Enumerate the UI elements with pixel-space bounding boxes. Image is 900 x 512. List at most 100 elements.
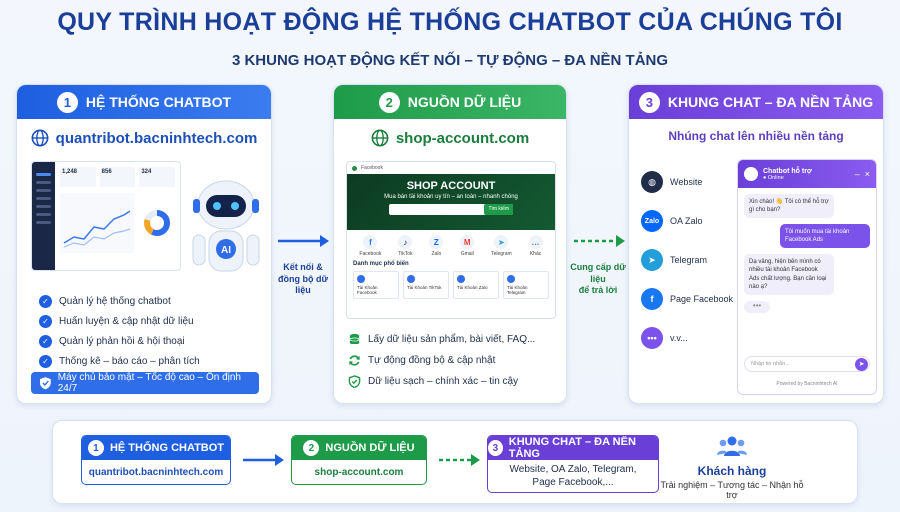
powered-by: Powered by Bacninhtech AI	[776, 381, 838, 387]
platform-item[interactable]: ◍Website	[641, 171, 733, 193]
panel1-site[interactable]: quantribot.bacninhtech.com	[17, 129, 271, 147]
flow-box-data: 2 NGUỒN DỮ LIỆU shop-account.com	[291, 435, 427, 485]
globe-icon	[371, 129, 389, 147]
platform-item[interactable]: ••• v.v...	[641, 327, 733, 349]
check-icon: ✓	[39, 335, 52, 348]
platform-item[interactable]: Zalo OA Zalo	[641, 210, 733, 232]
platform-icon: ◍	[641, 171, 663, 193]
panel2-header: 2 NGUỒN DỮ LIỆU	[334, 85, 566, 119]
platform-item[interactable]: f Page Facebook	[641, 288, 733, 310]
close-icon[interactable]: ×	[864, 169, 870, 179]
shop-icon-telegram[interactable]: ➤Telegram	[491, 235, 512, 257]
category-cards: Tài Khoản Facebook Tài Khoản TikTok Tài …	[347, 269, 555, 301]
send-icon[interactable]: ➤	[855, 357, 868, 371]
shop-navbar: Facebook	[347, 162, 555, 174]
flow-box-chatbot: 1 HỆ THỐNG CHATBOT quantribot.bacninhtec…	[81, 435, 231, 485]
platform-item[interactable]: ➤ Telegram	[641, 249, 733, 271]
users-icon	[717, 436, 747, 456]
category-heading: Danh mục phổ biến	[353, 261, 409, 267]
step-number: 2	[378, 91, 400, 113]
shop-hero: SHOP ACCOUNT Mua bán tài khoản uy tín – …	[347, 174, 555, 230]
search-button[interactable]: Tìm kiếm	[484, 204, 513, 215]
dashed-arrow-right-icon	[574, 235, 625, 247]
shop-website-preview: Facebook SHOP ACCOUNT Mua bán tài khoản …	[346, 161, 556, 319]
bot-message: Xin chào! 👋 Tôi có thể hỗ trợ gì cho bạn…	[744, 194, 834, 219]
summary-flow: 1 HỆ THỐNG CHATBOT quantribot.bacninhtec…	[52, 420, 858, 504]
bot-message: Dạ vâng, hiện bên mình có nhiều tài khoả…	[744, 254, 834, 295]
zalo-icon: Z	[429, 235, 444, 249]
panel1-site-url: quantribot.bacninhtech.com	[55, 129, 258, 147]
chat-status: ● Online	[763, 174, 784, 181]
stat-card: 324	[139, 167, 176, 187]
arrow1-label: Kết nối & đồng bộ dữ liệu	[277, 262, 328, 296]
tiktok-icon: ♪	[398, 235, 413, 249]
minimize-icon[interactable]: –	[854, 169, 860, 179]
category-card[interactable]: Tài Khoản TikTok	[403, 271, 449, 299]
list-item: Lấy dữ liệu sản phẩm, bài viết, FAQ...	[348, 333, 535, 346]
shop-search-bar[interactable]: Tìm kiếm	[389, 204, 513, 215]
panel-chat-multiplatform: 3 KHUNG CHAT – ĐA NỀN TẢNG Nhúng chat lê…	[628, 84, 884, 404]
list-item: ✓Quản lý phản hồi & hội thoại	[39, 335, 200, 348]
chat-messages: Xin chào! 👋 Tôi có thể hỗ trợ gì cho bạn…	[738, 188, 876, 313]
customer-title: Khách hàng	[697, 464, 767, 478]
dashboard-main: 1,248 856 324	[55, 162, 180, 270]
dashboard-charts	[60, 193, 175, 253]
list-item: Dữ liệu sạch – chính xác – tin cậy	[348, 375, 535, 388]
chat-input-placeholder: Nhập tin nhắn...	[751, 361, 790, 367]
panel2-feature-list: Lấy dữ liệu sản phẩm, bài viết, FAQ... T…	[348, 333, 535, 396]
globe-icon	[31, 129, 49, 147]
facebook-icon: f	[363, 235, 378, 249]
panel1-header: 1 HỆ THỐNG CHATBOT	[17, 85, 271, 119]
user-message: Tôi muốn mua tài khoản Facebook Ads	[780, 224, 870, 249]
category-card[interactable]: Tài Khoản Zalo	[453, 271, 499, 299]
bot-avatar	[744, 167, 758, 181]
category-card[interactable]: Tài Khoản Telegram	[503, 271, 549, 299]
platform-icon: Zalo	[641, 210, 663, 232]
robot-badge: AI	[221, 245, 231, 256]
panel-chatbot-system: 1 HỆ THỐNG CHATBOT quantribot.bacninhtec…	[16, 84, 272, 404]
shop-icon-khác[interactable]: …Khác	[528, 235, 543, 257]
list-item: ✓Huấn luyện & cập nhật dữ liệu	[39, 315, 200, 328]
dashboard-sidebar	[32, 162, 55, 270]
panel2-site[interactable]: shop-account.com	[334, 129, 566, 147]
page-title: QUY TRÌNH HOẠT ĐỘNG HỆ THỐNG CHATBOT CỦA…	[57, 8, 843, 36]
category-card[interactable]: Tài Khoản Facebook	[353, 271, 399, 299]
chat-input[interactable]: Nhập tin nhắn... ➤	[744, 356, 870, 372]
platform-icon: f	[641, 288, 663, 310]
arrow-right-icon	[278, 235, 329, 247]
typing-indicator: •••	[744, 300, 770, 313]
platform-label: OA Zalo	[670, 216, 703, 226]
customer-desc: Trải nghiệm – Tương tác – Nhận hỗ trợ	[660, 480, 804, 500]
platform-label: v.v...	[670, 333, 688, 343]
panel3-header: 3 KHUNG CHAT – ĐA NỀN TẢNG	[629, 85, 883, 119]
list-item: ✓Thống kê – báo cáo – phân tích	[39, 355, 200, 368]
dashed-arrow-right-icon	[439, 454, 480, 466]
stat-card: 1,248	[60, 167, 96, 187]
security-banner: Máy chủ bảo mật – Tốc độ cao – Ổn định 2…	[31, 372, 259, 394]
arrow2-label: Cung cấp dữ liệu để trả lời	[570, 262, 626, 296]
check-icon: ✓	[39, 295, 52, 308]
panel2-site-url: shop-account.com	[395, 129, 530, 147]
panel1-title: HỆ THỐNG CHATBOT	[85, 94, 232, 110]
panel3-subtitle: Nhúng chat lên nhiều nền tảng	[668, 129, 844, 143]
chat-title: Chatbot hỗ trợ	[763, 167, 812, 175]
shop-icon-tiktok[interactable]: ♪TikTok	[398, 235, 413, 257]
step-number: 3	[638, 91, 660, 113]
stat-card: 856	[99, 167, 136, 187]
platform-icon: ➤	[641, 249, 663, 271]
chat-widget-preview: Chatbot hỗ trợ ● Online – × Xin chào! 👋 …	[737, 159, 877, 395]
platform-icon: •••	[641, 327, 663, 349]
platform-label: Telegram	[670, 255, 708, 265]
list-item: Tự động đồng bộ & cập nhật	[348, 354, 535, 367]
sync-icon	[349, 355, 360, 366]
platform-label: Page Facebook	[670, 294, 734, 304]
robot-mascot-icon: AI	[192, 180, 260, 272]
list-item: ✓Quản lý hệ thống chatbot	[39, 295, 200, 308]
panel2-title: NGUỒN DỮ LIỆU	[407, 94, 522, 110]
shield-check-icon	[348, 375, 361, 388]
check-icon: ✓	[39, 315, 52, 328]
